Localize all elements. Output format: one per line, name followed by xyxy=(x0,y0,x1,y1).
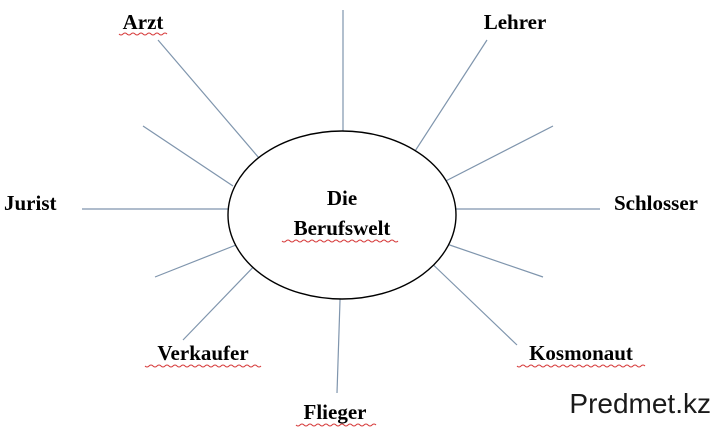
spellcheck-underline-kosmonaut xyxy=(516,364,646,368)
label-verkaufer: Verkaufer xyxy=(157,341,248,365)
label-schlosser: Schlosser xyxy=(614,191,698,215)
spellcheck-underline-arzt xyxy=(118,32,168,36)
watermark-text: Predmet.kz xyxy=(569,388,711,419)
ray-upper-left xyxy=(142,125,234,187)
center-title-line2: Berufswelt xyxy=(294,216,391,240)
ray-arzt xyxy=(157,39,266,166)
ray-lower-right xyxy=(437,240,544,278)
ray-verkaufer xyxy=(182,256,264,341)
spellcheck-underline-verkaufer xyxy=(144,364,262,368)
center-title-line1: Die xyxy=(327,186,357,210)
label-arzt: Arzt xyxy=(123,10,164,34)
spellcheck-underline-center xyxy=(281,239,399,243)
rays xyxy=(82,10,600,394)
ray-lehrer xyxy=(405,39,488,166)
label-flieger: Flieger xyxy=(304,400,367,424)
ray-lower-left xyxy=(154,244,237,278)
label-jurist: Jurist xyxy=(4,191,57,215)
label-kosmonaut: Kosmonaut xyxy=(529,341,633,365)
ray-kosmonaut xyxy=(422,254,518,346)
spellcheck-underline-flieger xyxy=(295,423,377,427)
central-ellipse xyxy=(227,130,457,300)
ray-upper-right xyxy=(435,125,554,187)
label-lehrer: Lehrer xyxy=(484,10,547,34)
